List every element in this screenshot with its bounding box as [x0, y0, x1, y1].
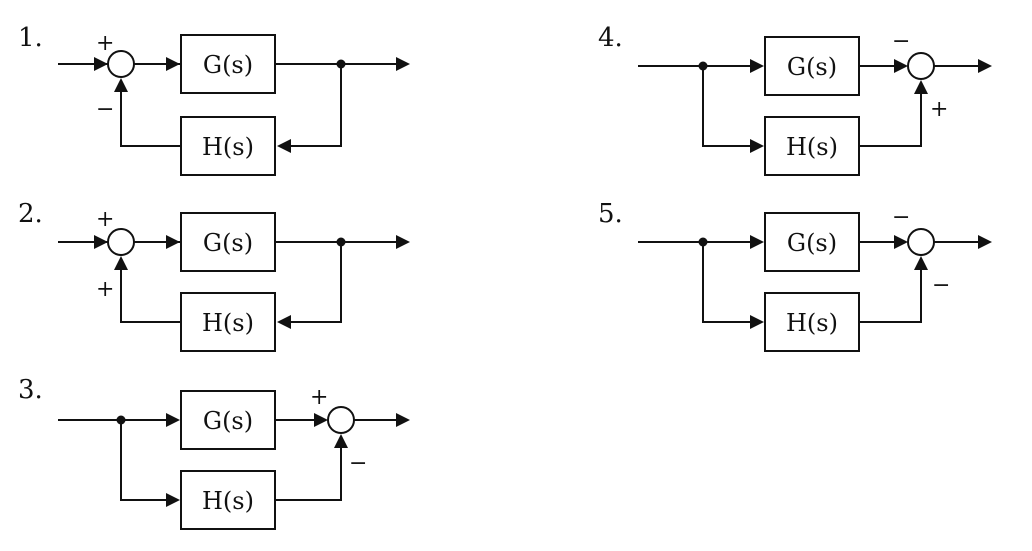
- diagram-5-forward-block: [764, 212, 860, 272]
- diagram-4-h-to-sum-line: [859, 94, 922, 147]
- diagram-1-number: 1.: [18, 23, 43, 53]
- diagram-5: 5. G(s) − − H(s): [598, 199, 992, 352]
- diagram-4-parallel-block: [764, 116, 860, 176]
- diagram-5-number: 5.: [598, 199, 623, 229]
- diagram-3-h-to-sum-line: [275, 448, 342, 501]
- diagram-5-g-input-arrow: [750, 235, 764, 249]
- diagram-3-forward-label: G(s): [203, 407, 253, 435]
- diagram-2-h-input-arrow: [277, 315, 291, 329]
- diagram-4-sign-bottom: +: [930, 97, 948, 122]
- diagram-1-feedback-label: H(s): [202, 133, 254, 161]
- diagram-1-feedback-block: [180, 116, 276, 176]
- diagram-2-feedback-label: H(s): [202, 309, 254, 337]
- diagram-1-g-input-arrow: [166, 57, 180, 71]
- diagram-4-sum-bottom-arrow: [914, 80, 928, 94]
- diagram-4: 4. G(s) − + H(s): [598, 23, 992, 176]
- diagram-5-forward-label: G(s): [787, 229, 837, 257]
- diagram-3-sign-bottom: −: [349, 451, 367, 476]
- diagram-5-sum-bottom-arrow: [914, 256, 928, 270]
- diagram-1-feedback-line-right: [290, 64, 342, 147]
- diagram-4-parallel-label: H(s): [786, 133, 838, 161]
- diagram-1-forward-block: [180, 34, 276, 94]
- diagram-4-sign-top: −: [892, 29, 910, 54]
- diagram-2-feedback-arrow: [114, 256, 128, 270]
- diagram-3-sum-top-arrow: [314, 413, 328, 427]
- diagram-1-feedback-arrow: [114, 78, 128, 92]
- diagram-1-output-arrow: [396, 57, 410, 71]
- diagram-2-sign-top: +: [96, 207, 114, 232]
- diagram-2-output-arrow: [396, 235, 410, 249]
- diagram-5-summing-junction: [907, 228, 935, 256]
- diagram-5-sum-top-arrow: [894, 235, 908, 249]
- diagram-1-sign-top: +: [96, 31, 114, 56]
- diagram-5-h-input-arrow: [750, 315, 764, 329]
- diagram-4-output-arrow: [978, 59, 992, 73]
- diagram-4-number: 4.: [598, 23, 623, 53]
- diagram-3-g-input-arrow: [166, 413, 180, 427]
- diagram-2-forward-label: G(s): [203, 229, 253, 257]
- diagram-5-parallel-label: H(s): [786, 309, 838, 337]
- diagram-5-sign-bottom: −: [932, 273, 950, 298]
- diagram-4-branch-line: [702, 66, 752, 147]
- diagram-3: 3. G(s) + − H(s): [18, 375, 410, 530]
- diagram-1: 1. + − G(s) H(s): [18, 23, 410, 176]
- diagram-3-parallel-label: H(s): [202, 487, 254, 515]
- diagram-3-sum-bottom-arrow: [334, 434, 348, 448]
- diagram-2-number: 2.: [18, 199, 43, 229]
- diagram-3-output-arrow: [396, 413, 410, 427]
- diagram-4-g-input-arrow: [750, 59, 764, 73]
- diagram-2-g-input-arrow: [166, 235, 180, 249]
- diagram-1-input-arrow: [94, 57, 108, 71]
- diagram-2: 2. + + G(s) H(s): [18, 199, 410, 352]
- diagram-3-sign-top: +: [310, 385, 328, 410]
- diagram-1-feedback-line-left: [120, 92, 181, 147]
- diagram-5-h-to-sum-line: [859, 270, 922, 323]
- diagram-3-branch-line: [120, 420, 168, 501]
- diagram-2-feedback-block: [180, 292, 276, 352]
- diagram-4-forward-block: [764, 36, 860, 96]
- diagram-5-output-arrow: [978, 235, 992, 249]
- diagram-2-feedback-line-right: [290, 242, 342, 323]
- diagram-1-h-input-arrow: [277, 139, 291, 153]
- diagram-5-sign-top: −: [892, 205, 910, 230]
- diagram-4-summing-junction: [907, 52, 935, 80]
- diagram-4-forward-label: G(s): [787, 53, 837, 81]
- diagram-1-sign-bottom: −: [96, 97, 114, 122]
- diagram-5-branch-line: [702, 242, 752, 323]
- diagram-4-h-input-arrow: [750, 139, 764, 153]
- diagram-2-feedback-line-left: [120, 270, 181, 323]
- diagram-2-summing-junction: [107, 228, 135, 256]
- diagram-4-sum-top-arrow: [894, 59, 908, 73]
- diagram-3-h-input-arrow: [166, 493, 180, 507]
- diagram-2-input-arrow: [94, 235, 108, 249]
- diagram-3-forward-block: [180, 390, 276, 450]
- diagram-1-forward-label: G(s): [203, 51, 253, 79]
- diagram-3-number: 3.: [18, 375, 43, 405]
- diagram-3-summing-junction: [327, 406, 355, 434]
- diagram-2-sign-bottom: +: [96, 277, 114, 302]
